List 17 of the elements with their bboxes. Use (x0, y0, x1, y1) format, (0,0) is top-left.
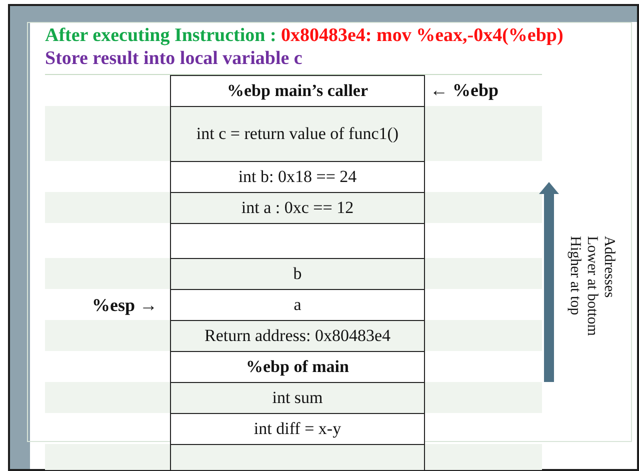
stack-slot: %ebp of main (170, 351, 425, 383)
stack-slot: a (170, 289, 425, 321)
stack-slot: int b: 0x18 == 24 (170, 161, 425, 193)
instruction-text: 0x80483e4: mov %eax,-0x4(%ebp) (281, 25, 564, 47)
register-pointer: %esp → (92, 295, 158, 316)
subheading: Store result into local variable c (45, 48, 302, 70)
address-note: Addresses Lower at bottom Higher at top (566, 236, 617, 336)
stack-slot: int c = return value of func1() (170, 106, 425, 162)
stack-slot: int sum (170, 382, 425, 414)
register-pointer: ← %ebp (430, 80, 499, 101)
stack-slot: int a : 0xc == 12 (170, 192, 425, 224)
heading: After executing Instruction : (45, 25, 276, 47)
stack-slot: %ebp main’s caller (170, 75, 425, 107)
stack-slot: int diff = x-y (170, 413, 425, 445)
empty-stack-slot (170, 223, 425, 259)
stack-slot: b (170, 258, 425, 290)
stack-slot: Return address: 0x80483e4 (170, 320, 425, 352)
